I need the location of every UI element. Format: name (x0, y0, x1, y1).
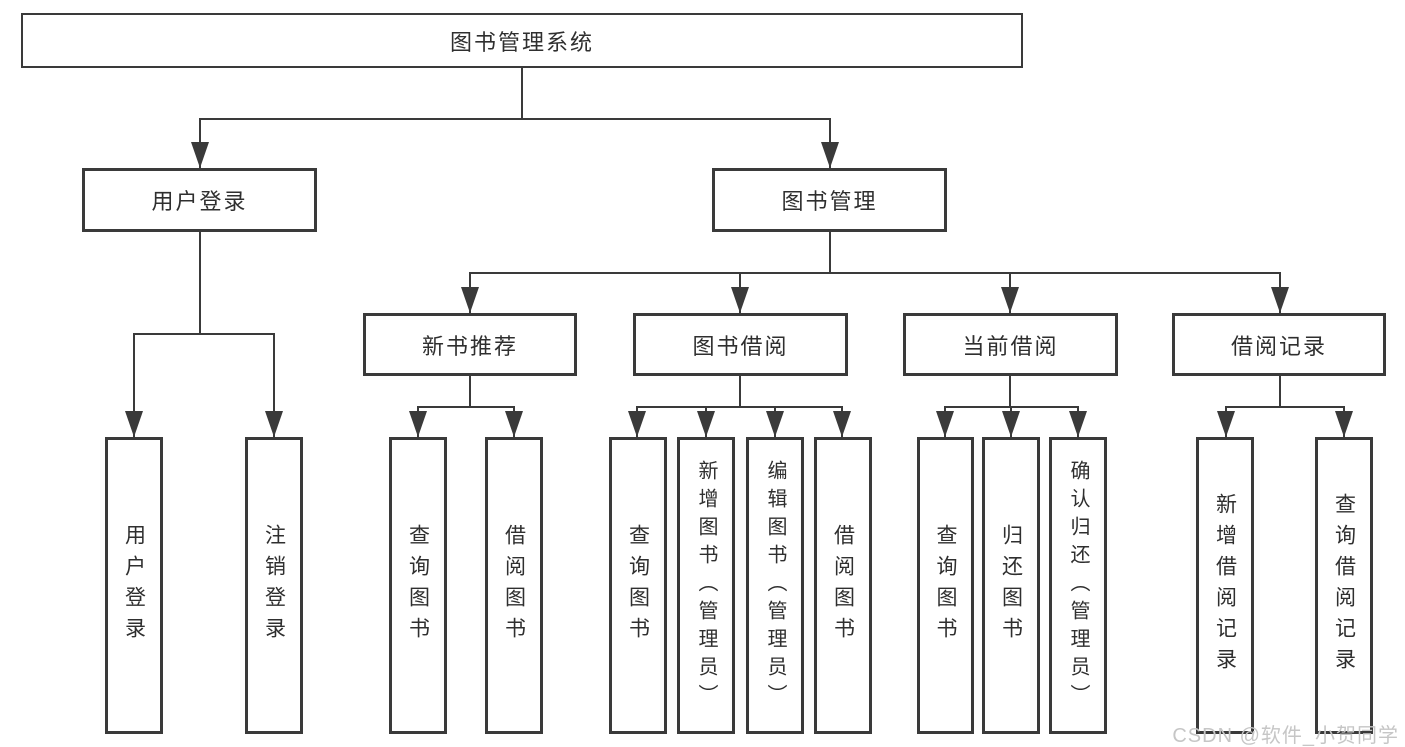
leaf-borrow-borrow: 借阅图书 (814, 437, 872, 734)
connector-root-trunk (521, 68, 523, 119)
node-book-management-label: 图书管理 (781, 189, 878, 214)
leaf-borrow-edit: 编辑图书（管理员） (746, 437, 804, 734)
node-new-book-recommend: 新书推荐 (363, 313, 577, 376)
arrowhead-icon (1271, 287, 1289, 313)
arrowhead-icon (1069, 411, 1087, 437)
leaf-newbook-query: 查询图书 (389, 437, 447, 734)
leaf-logout-label: 注销登录 (262, 523, 286, 648)
leaf-current-confirm: 确认归还（管理员） (1049, 437, 1107, 734)
connector-rail-bookborrow (636, 406, 843, 408)
arrowhead-icon (1217, 411, 1235, 437)
node-book-borrow: 图书借阅 (633, 313, 848, 376)
node-borrow-records-label: 借阅记录 (1230, 333, 1327, 359)
leaf-records-query: 查询借阅记录 (1315, 437, 1373, 734)
arrowhead-icon (461, 287, 479, 313)
leaf-newbook-borrow-label: 借阅图书 (502, 523, 526, 648)
connector-stem (133, 334, 135, 437)
node-book-borrow-label: 图书借阅 (692, 333, 789, 359)
leaf-borrow-add-label: 新增图书（管理员） (695, 459, 717, 712)
leaf-borrow-add: 新增图书（管理员） (677, 437, 735, 734)
connector-stem (273, 334, 275, 437)
arrowhead-icon (191, 142, 209, 168)
connector-rail-level2 (469, 272, 1281, 274)
arrowhead-icon (265, 411, 283, 437)
arrowhead-icon (833, 411, 851, 437)
leaf-current-query: 查询图书 (917, 437, 974, 734)
leaf-newbook-borrow: 借阅图书 (485, 437, 543, 734)
node-borrow-records: 借阅记录 (1172, 313, 1386, 376)
leaf-borrow-query-label: 查询图书 (626, 523, 650, 648)
leaf-borrow-borrow-label: 借阅图书 (831, 523, 855, 648)
leaf-borrow-edit-label: 编辑图书（管理员） (764, 459, 786, 712)
arrowhead-icon (628, 411, 646, 437)
node-book-management: 图书管理 (712, 168, 947, 232)
arrowhead-icon (766, 411, 784, 437)
arrowhead-icon (125, 411, 143, 437)
connector-bookmgmt-trunk (829, 232, 831, 274)
leaf-current-query-label: 查询图书 (934, 523, 957, 648)
leaf-records-add: 新增借阅记录 (1196, 437, 1254, 734)
node-current-borrow-label: 当前借阅 (962, 333, 1059, 359)
leaf-records-add-label: 新增借阅记录 (1213, 492, 1237, 679)
arrowhead-icon (1335, 411, 1353, 437)
arrowhead-icon (1001, 287, 1019, 313)
node-user-login: 用户登录 (82, 168, 317, 232)
arrowhead-icon (1002, 411, 1020, 437)
connector-userlogin-trunk (199, 232, 201, 335)
leaf-borrow-query: 查询图书 (609, 437, 667, 734)
node-new-book-recommend-label: 新书推荐 (421, 333, 518, 359)
connector-bookborrow-trunk (739, 376, 741, 408)
leaf-user-login-label: 用户登录 (122, 523, 146, 648)
arrowhead-icon (731, 287, 749, 313)
leaf-newbook-query-label: 查询图书 (406, 523, 430, 648)
arrowhead-icon (936, 411, 954, 437)
watermark: CSDN @软件_小贺同学 (1172, 725, 1399, 747)
arrowhead-icon (697, 411, 715, 437)
connector-newbooks-trunk (469, 376, 471, 408)
leaf-records-query-label: 查询借阅记录 (1332, 492, 1356, 679)
leaf-current-return-label: 归还图书 (999, 523, 1023, 648)
arrowhead-icon (821, 142, 839, 168)
connector-rail-userlogin (133, 333, 275, 335)
node-current-borrow: 当前借阅 (903, 313, 1118, 376)
connector-records-trunk (1279, 376, 1281, 408)
connector-currentborrow-trunk (1009, 376, 1011, 408)
arrowhead-icon (505, 411, 523, 437)
arrowhead-icon (409, 411, 427, 437)
leaf-current-return: 归还图书 (982, 437, 1040, 734)
connector-rail-newbooks (417, 406, 515, 408)
node-user-login-label: 用户登录 (151, 189, 248, 214)
connector-rail-records (1225, 406, 1345, 408)
leaf-logout: 注销登录 (245, 437, 303, 734)
leaf-current-confirm-label: 确认归还（管理员） (1067, 459, 1089, 712)
node-root: 图书管理系统 (21, 13, 1023, 68)
node-root-label: 图书管理系统 (449, 29, 594, 55)
connector-rail-level1 (199, 118, 831, 120)
leaf-user-login: 用户登录 (105, 437, 163, 734)
